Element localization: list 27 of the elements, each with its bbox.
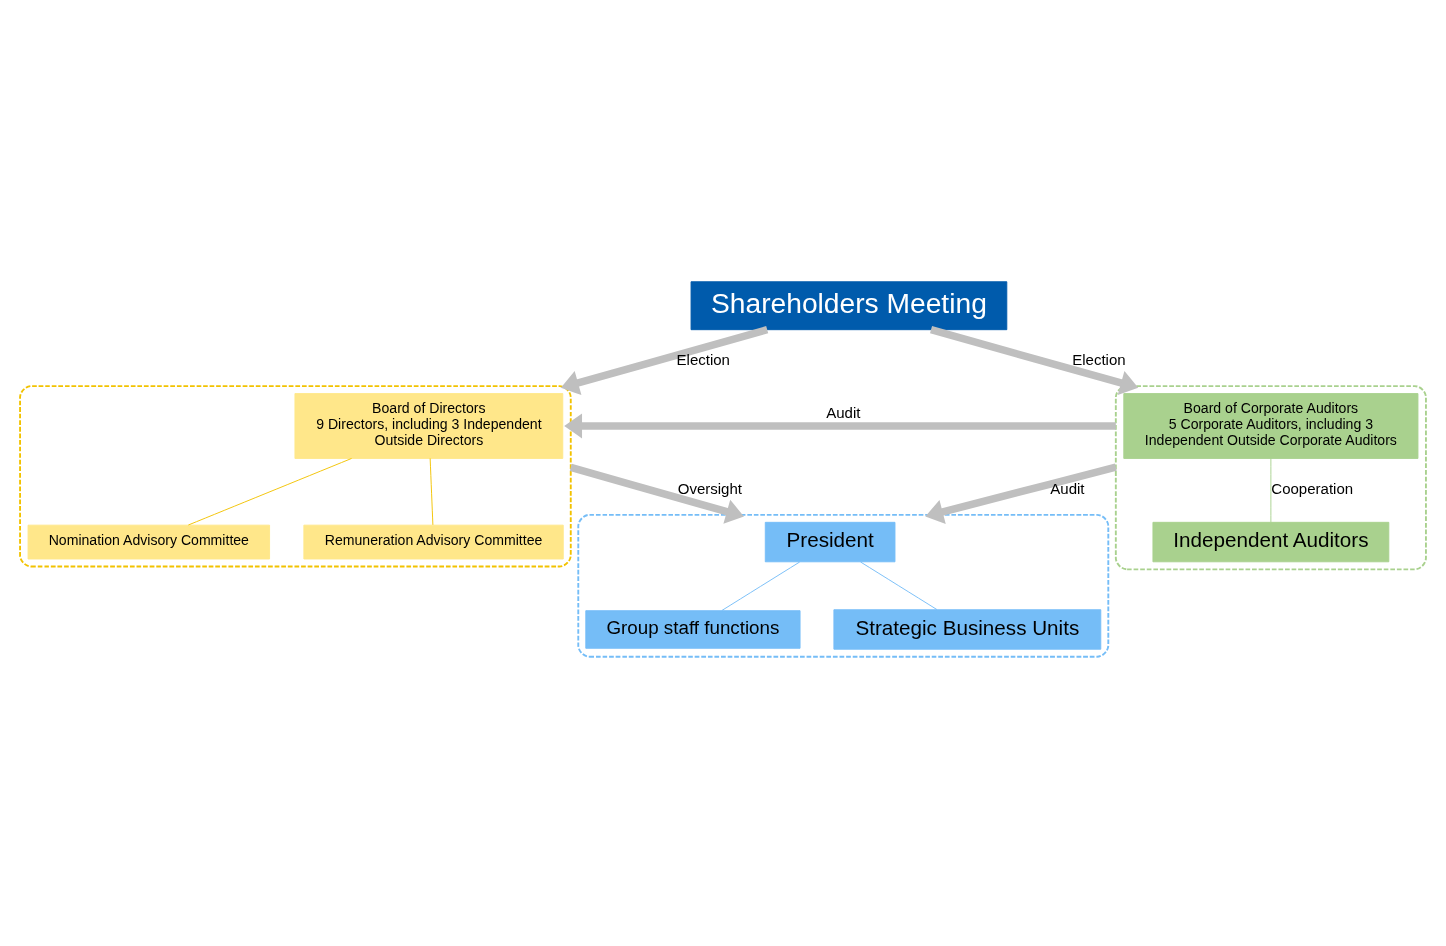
- connector: [860, 561, 938, 611]
- cluster: [577, 513, 1110, 658]
- cluster: [1114, 385, 1427, 571]
- edge-label: Election: [1072, 351, 1126, 369]
- node-box: Independent Auditors: [1152, 521, 1390, 563]
- node-box: Strategic Business Units: [833, 609, 1102, 650]
- node-box: Shareholders Meeting: [690, 281, 1008, 331]
- arrow: [925, 463, 1117, 525]
- node-box: President: [764, 521, 896, 563]
- edge-label: Audit: [826, 404, 861, 422]
- connector: [1270, 457, 1272, 523]
- node-box: Group staff functions: [585, 610, 801, 649]
- node-box: Remuneration Advisory Committee: [303, 524, 564, 560]
- edge-label: Audit: [1050, 479, 1085, 497]
- arrow: [569, 463, 744, 524]
- node-box: Nomination Advisory Committee: [27, 524, 271, 560]
- connector: [721, 561, 801, 611]
- edge-label: Oversight: [677, 479, 742, 497]
- edge-label: Cooperation: [1271, 479, 1354, 497]
- cluster: [19, 385, 572, 568]
- node-box: Board of Directors 9 Directors, including 3 Independent Outside Directors: [294, 393, 564, 459]
- node-box: Board of Corporate Auditors 5 Corporate Auditors, including 3 Independent Outside Corporate Auditors: [1123, 393, 1419, 459]
- connector: [429, 457, 434, 526]
- connector: [187, 457, 353, 526]
- arrow: [560, 326, 769, 396]
- edge-label: Election: [676, 351, 730, 369]
- arrow: [930, 326, 1139, 396]
